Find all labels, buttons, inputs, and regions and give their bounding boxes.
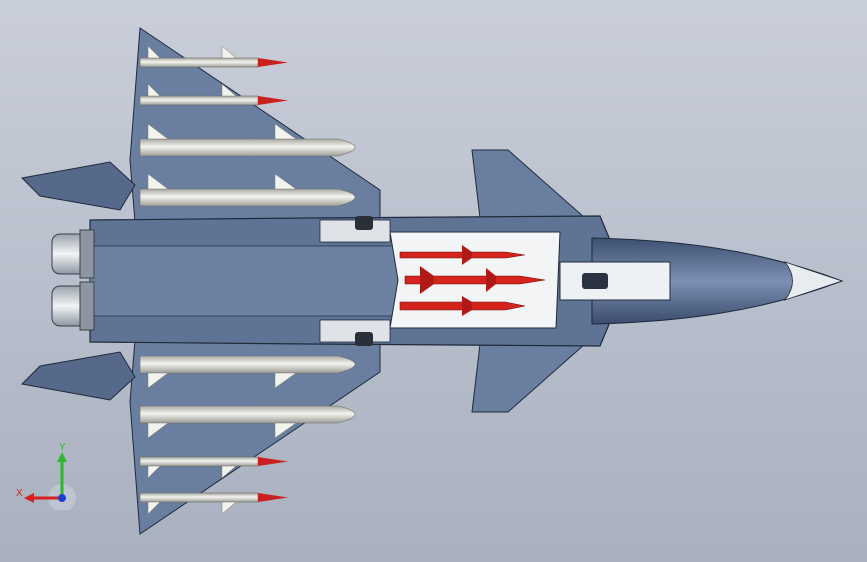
cockpit-frame xyxy=(559,261,671,301)
tail-fin-upper xyxy=(20,161,136,211)
fuselage-spine xyxy=(89,245,401,317)
x-axis-label: X xyxy=(16,488,23,499)
y-axis-label: Y xyxy=(59,442,66,453)
nose-tip xyxy=(783,261,844,301)
coordinate-triad: X Y xyxy=(16,442,76,510)
wing-missile-5 xyxy=(139,355,356,389)
internal-missile-1 xyxy=(399,245,526,265)
tail-fin-lower xyxy=(20,351,136,401)
y-axis-arrowhead xyxy=(57,452,67,462)
engine-upper xyxy=(51,229,95,279)
engine-lower xyxy=(51,281,95,331)
canard-upper xyxy=(471,149,587,219)
main-gear-lower xyxy=(355,332,373,346)
internal-missile-3 xyxy=(399,296,526,316)
x-axis-arrowhead xyxy=(24,493,34,503)
main-gear-upper xyxy=(355,216,373,230)
z-axis-dot xyxy=(58,494,66,502)
wing-missile-8 xyxy=(139,492,288,515)
wing-missile-4 xyxy=(139,173,356,207)
wing-missile-7 xyxy=(139,456,288,479)
wing-missile-3 xyxy=(139,123,356,157)
canard-lower xyxy=(471,343,587,413)
wing-missile-2 xyxy=(139,83,288,106)
wing-missile-6 xyxy=(139,405,356,439)
cockpit-gear xyxy=(582,273,608,289)
wing-missile-1 xyxy=(139,45,288,68)
internal-missile-2 xyxy=(404,266,546,294)
